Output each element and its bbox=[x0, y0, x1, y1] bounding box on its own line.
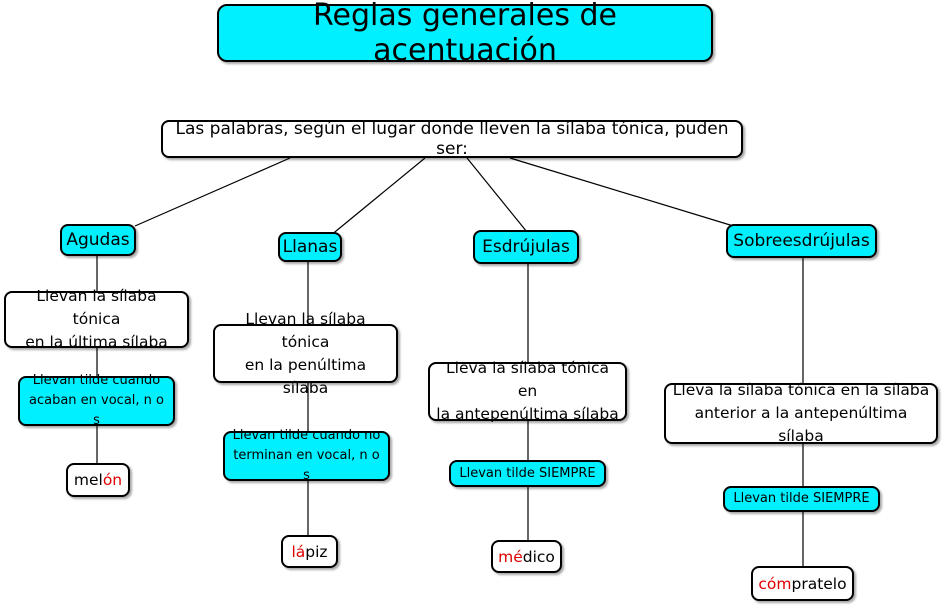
example-plain: pratelo bbox=[791, 574, 847, 593]
category-agudas: Agudas bbox=[60, 224, 136, 256]
tilde-llanas: Llevan tilde cuando no terminan en vocal… bbox=[223, 428, 390, 483]
rule-line: Llevan la sílaba tónica bbox=[36, 287, 157, 328]
example-accent: mé bbox=[498, 547, 523, 566]
rule-sobreesdrujulas: Lleva la sílaba tónica en la sílaba ante… bbox=[664, 381, 938, 445]
tilde-line: Llevan tilde cuando bbox=[32, 373, 161, 388]
tilde-agudas: Llevan tilde cuando acaban en vocal, n o… bbox=[18, 373, 175, 428]
tilde-line: terminan en vocal, n o s bbox=[233, 448, 380, 483]
example-plain: dico bbox=[522, 547, 555, 566]
tilde-line: acaban en vocal, n o s bbox=[28, 393, 164, 428]
rule-llanas: Llevan la sílaba tónica en la penúltima … bbox=[213, 310, 398, 397]
root-text: Las palabras, según el lugar donde lleve… bbox=[175, 119, 729, 159]
example-llanas: lápiz bbox=[281, 535, 338, 568]
rule-line: Lleva la sílaba tónica en bbox=[446, 359, 609, 400]
example-esdrujulas: médico bbox=[491, 540, 562, 573]
category-label: Llanas bbox=[282, 237, 338, 257]
title-text: Reglas generales de acentuación bbox=[312, 0, 618, 68]
rule-agudas: Llevan la sílaba tónica en la última síl… bbox=[4, 287, 189, 351]
example-accent: ón bbox=[102, 471, 123, 489]
root-node: Las palabras, según el lugar donde lleve… bbox=[161, 119, 743, 159]
example-plain: piz bbox=[305, 542, 328, 561]
tilde-line: Llevan tilde cuando no bbox=[232, 428, 381, 443]
example-accent: lá bbox=[291, 542, 306, 561]
diagram-title: Reglas generales de acentuación bbox=[217, 0, 713, 68]
example-sobreesdrujulas: cómpratelo bbox=[751, 566, 854, 601]
rule-line: Llevan la sílaba tónica bbox=[245, 309, 366, 351]
example-accent: cóm bbox=[758, 574, 792, 593]
category-sobreesdrujulas: Sobreesdrújulas bbox=[726, 224, 877, 258]
rule-line: la antepenúltima sílaba bbox=[436, 405, 619, 423]
rule-line: en la penúltima sílaba bbox=[244, 355, 367, 397]
rule-line: anterior a la antepenúltima sílaba bbox=[694, 404, 908, 445]
example-plain: mel bbox=[73, 471, 103, 489]
rule-esdrujulas: Lleva la sílaba tónica en la antepenúlti… bbox=[428, 359, 627, 423]
tilde-sobreesdrujulas: Llevan tilde SIEMPRE bbox=[723, 486, 880, 512]
category-label: Esdrújulas bbox=[482, 237, 570, 257]
rule-line: en la última sílaba bbox=[25, 333, 168, 351]
tilde-line: Llevan tilde SIEMPRE bbox=[459, 465, 596, 481]
category-label: Agudas bbox=[66, 230, 130, 250]
category-label: Sobreesdrújulas bbox=[733, 231, 870, 251]
rule-line: Lleva la sílaba tónica en la sílaba bbox=[672, 381, 930, 399]
tilde-line: Llevan tilde SIEMPRE bbox=[733, 491, 870, 506]
tilde-esdrujulas: Llevan tilde SIEMPRE bbox=[449, 460, 606, 487]
category-esdrujulas: Esdrújulas bbox=[473, 230, 579, 264]
category-llanas: Llanas bbox=[278, 232, 342, 262]
example-agudas: melón bbox=[66, 463, 130, 497]
